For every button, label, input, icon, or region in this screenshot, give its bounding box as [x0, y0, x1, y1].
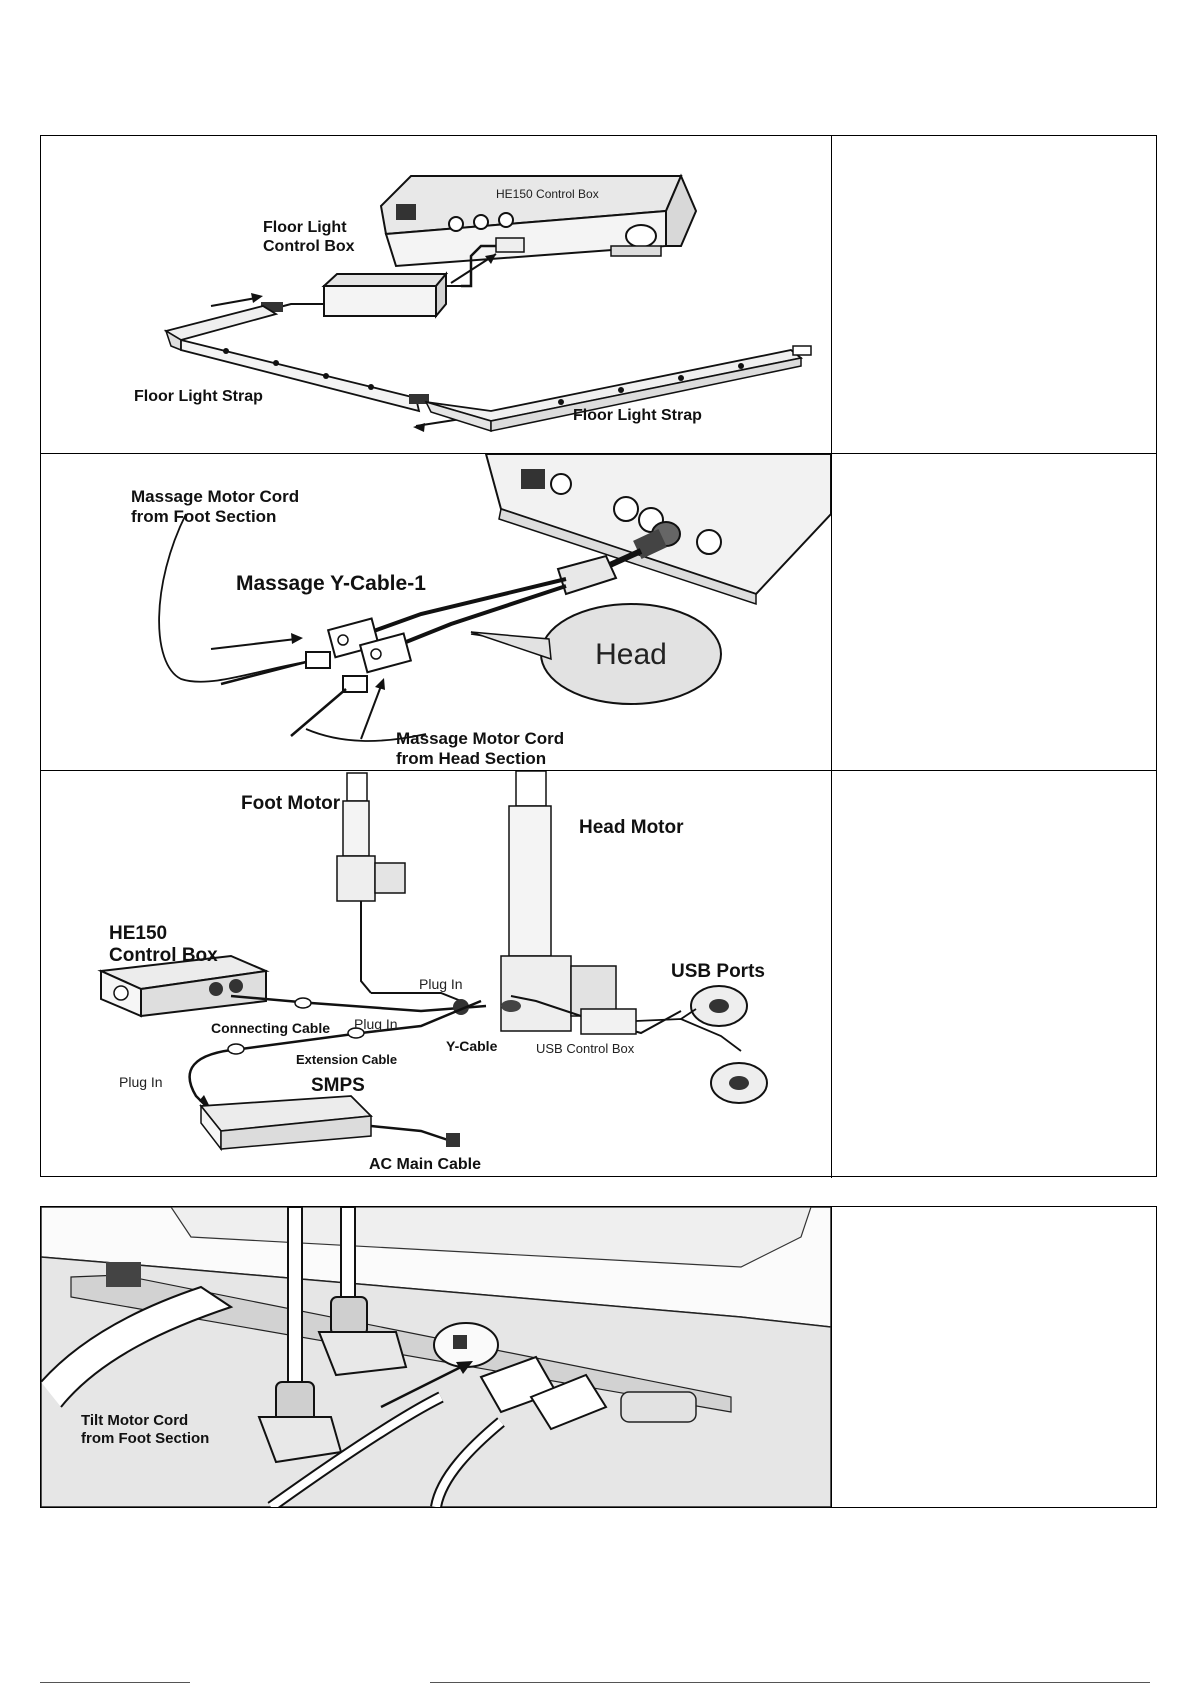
- usb-control-box-label: USB Control Box: [536, 1041, 635, 1056]
- y-cable-label-2: Y-Cable: [446, 1038, 498, 1054]
- table-row-tilt-motor: Tilt Motor Cord from Foot Section: [41, 1207, 1156, 1507]
- connecting-cable-label: Connecting Cable: [211, 1020, 330, 1036]
- head-cord-label-2: from Head Section: [396, 749, 546, 768]
- foot-cord-label-1: Massage Motor Cord: [131, 487, 299, 506]
- floor-light-box-label-2: Control Box: [263, 238, 355, 255]
- control-box-label: HE150 Control Box: [496, 187, 599, 201]
- foot-motor-label: Foot Motor: [241, 793, 341, 814]
- floor-light-control-box-drawing: [321, 271, 449, 319]
- smps-label: SMPS: [311, 1075, 365, 1096]
- footer-rule-right: [430, 1682, 1150, 1683]
- he150-control-box-drawing: [379, 173, 698, 268]
- head-motor-drawing: [500, 771, 617, 1032]
- strap-label-left: Floor Light Strap: [134, 388, 263, 405]
- usb-ports-label: USB Ports: [671, 961, 765, 982]
- instruction-table-bottom: Tilt Motor Cord from Foot Section: [40, 1206, 1157, 1508]
- head-cord-label-1: Massage Motor Cord: [396, 729, 564, 748]
- ac-main-cable-label: AC Main Cable: [369, 1156, 481, 1173]
- head-motor-label: Head Motor: [579, 817, 684, 838]
- motor-wiring-illustration: Foot Motor Head Motor HE150 Control Box: [41, 771, 832, 1178]
- floor-light-notes: [831, 136, 1156, 453]
- table-row-floor-light: HE150 Control Box Floor Light Control Bo…: [41, 136, 1156, 453]
- floor-light-illustration: HE150 Control Box Floor Light Control Bo…: [41, 136, 832, 453]
- plug-in-label-1: Plug In: [419, 976, 463, 992]
- footer-rule-left: [40, 1682, 190, 1683]
- plug-in-label-2: Plug In: [354, 1016, 398, 1032]
- control-box-label-2: Control Box: [109, 945, 218, 966]
- table-row-motor-wiring: Foot Motor Head Motor HE150 Control Box: [41, 770, 1156, 1178]
- he150-control-box-drawing-2: [97, 954, 270, 1018]
- floor-light-box-label-1: Floor Light: [263, 219, 347, 236]
- head-bubble-label: Head: [595, 638, 667, 671]
- tilt-motor-notes: [831, 1207, 1156, 1507]
- massage-y-cable-notes: [831, 454, 1156, 770]
- table-row-massage-y-cable: Head Massage Motor Cord from Foot Sectio…: [41, 453, 1156, 770]
- instruction-table-top: HE150 Control Box Floor Light Control Bo…: [40, 135, 1157, 1178]
- smps-drawing: [199, 1095, 373, 1152]
- tilt-motor-illustration: Tilt Motor Cord from Foot Section: [41, 1207, 832, 1507]
- extension-cable-label: Extension Cable: [296, 1052, 397, 1067]
- strap-label-right: Floor Light Strap: [573, 407, 702, 424]
- massage-y-cable-illustration: Head Massage Motor Cord from Foot Sectio…: [41, 454, 832, 770]
- control-box-label-1: HE150: [109, 923, 167, 944]
- foot-motor-drawing: [336, 772, 406, 902]
- y-cable-label: Massage Y-Cable-1: [236, 572, 426, 595]
- plug-in-label-3: Plug In: [119, 1074, 163, 1090]
- motor-wiring-notes: [831, 771, 1156, 1178]
- tilt-cord-label-2: from Foot Section: [81, 1430, 209, 1447]
- tilt-cord-label-1: Tilt Motor Cord: [81, 1412, 188, 1429]
- foot-cord-label-2: from Foot Section: [131, 507, 276, 526]
